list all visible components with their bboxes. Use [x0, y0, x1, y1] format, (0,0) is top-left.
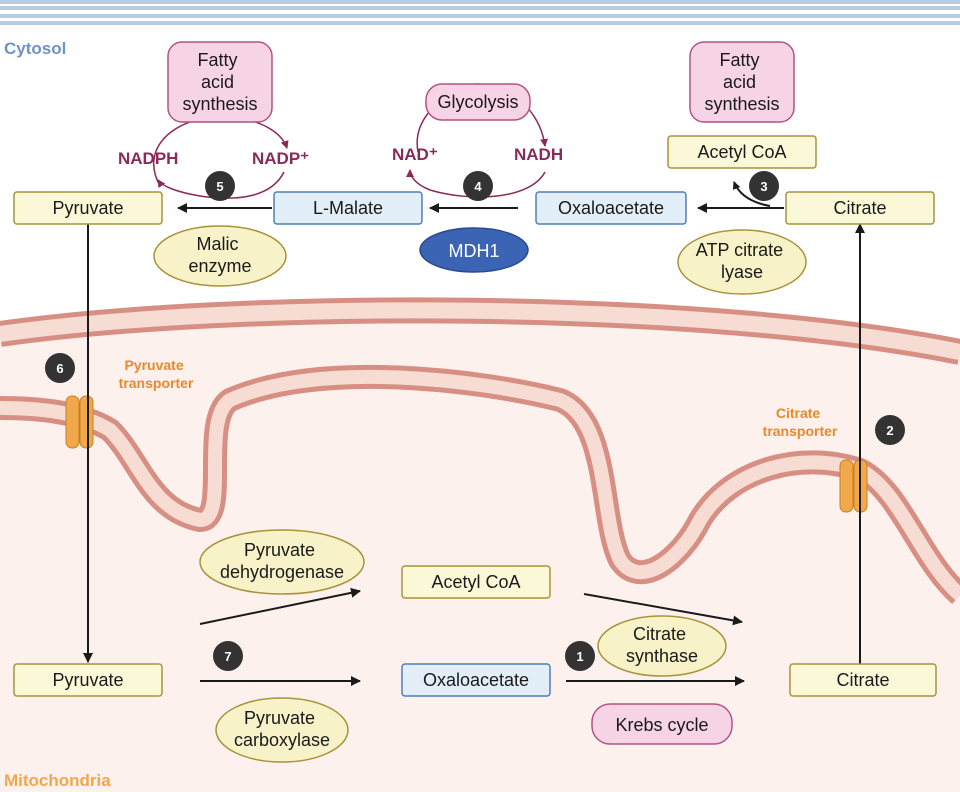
cytosol-label: Cytosol — [4, 39, 66, 58]
l-malate-label: L-Malate — [313, 198, 383, 218]
fatty-acid-synthesis-left-label: Fatty acid synthesis — [182, 50, 257, 114]
arrow-citrate-to-acetylcoa — [732, 181, 771, 207]
step-badge-1: 1 — [565, 641, 595, 671]
nad-label: NAD⁺ — [392, 145, 438, 164]
step-badge-5: 5 — [205, 171, 235, 201]
mdh1-label: MDH1 — [448, 241, 499, 261]
svg-text:5: 5 — [216, 179, 223, 194]
svg-text:7: 7 — [224, 649, 231, 664]
atp-citrate-lyase — [677, 229, 807, 295]
svg-text:1: 1 — [576, 649, 583, 664]
oxaloacetate-mito-box — [401, 663, 551, 697]
pyruvate-cytosol-label: Pyruvate — [52, 198, 123, 218]
citrate-mito-label: Citrate — [836, 670, 889, 690]
step-badge-2: 2 — [875, 415, 905, 445]
l-malate-box — [273, 191, 423, 225]
mitochondria-label: Mitochondria — [4, 771, 111, 790]
svg-text:2: 2 — [886, 423, 893, 438]
arrow-acetylcoa-to-citrate — [583, 593, 743, 626]
plasma-membrane-band — [0, 0, 960, 25]
acetyl-coa-mito-label: Acetyl CoA — [431, 572, 520, 592]
arrow-pyruvate-to-acetylcoa — [199, 587, 361, 625]
fatty-acid-synthesis-right-label: Fatty acid synthesis — [704, 50, 779, 114]
glycolysis-box — [425, 83, 531, 121]
krebs-cycle-box — [591, 703, 733, 745]
pyruvate-transporter-label: Pyruvate transporter — [119, 357, 194, 391]
citrate-synthase-label: Citrate synthase — [626, 624, 698, 666]
step-badge-4: 4 — [463, 171, 493, 201]
oxaloacetate-mito-label: Oxaloacetate — [423, 670, 529, 690]
nadh-label: NADH — [514, 145, 563, 164]
mdh1-enzyme — [419, 227, 529, 273]
step-badge-3: 3 — [749, 171, 779, 201]
svg-text:4: 4 — [474, 179, 482, 194]
pyruvate-dehydrogenase — [199, 529, 365, 595]
citrate-synthase — [597, 615, 727, 677]
mitochondrion — [0, 297, 960, 792]
nadph-label: NADPH — [118, 149, 178, 168]
citrate-cytosol-label: Citrate — [833, 198, 886, 218]
fatty-acid-synthesis-right — [689, 41, 795, 123]
pyruvate-transporter-icon — [65, 395, 94, 449]
pyruvate-carboxylase — [215, 697, 349, 763]
oxaloacetate-cytosol-label: Oxaloacetate — [558, 198, 664, 218]
atp-citrate-lyase-label: ATP citrate lyase — [696, 240, 788, 282]
glycolysis-label: Glycolysis — [437, 92, 518, 112]
step-badge-7: 7 — [213, 641, 243, 671]
malic-enzyme-label: Malic enzyme — [188, 234, 251, 276]
citrate-transporter-label: Citrate transporter — [763, 405, 838, 439]
acetyl-coa-cytosol-label: Acetyl CoA — [697, 142, 786, 162]
pyruvate-mito-box — [13, 663, 163, 697]
pyruvate-carboxylase-label: Pyruvate carboxylase — [234, 708, 330, 750]
nadp-label: NADP⁺ — [252, 149, 309, 168]
fatty-acid-synthesis-left — [167, 41, 273, 123]
citrate-transporter-icon — [839, 459, 868, 513]
step-badge-6: 6 — [45, 353, 75, 383]
pyruvate-mito-label: Pyruvate — [52, 670, 123, 690]
acetyl-coa-mito-box — [401, 565, 551, 599]
svg-text:6: 6 — [56, 361, 63, 376]
pyruvate-cytosol-box — [13, 191, 163, 225]
pyruvate-dehydrogenase-label: Pyruvate dehydrogenase — [220, 540, 344, 582]
citrate-mito-box — [789, 663, 937, 697]
malic-enzyme — [153, 225, 287, 287]
acetyl-coa-cytosol-box — [667, 135, 817, 169]
svg-text:3: 3 — [760, 179, 767, 194]
oxaloacetate-cytosol-box — [535, 191, 687, 225]
citrate-cytosol-box — [785, 191, 935, 225]
krebs-cycle-label: Krebs cycle — [615, 715, 708, 735]
